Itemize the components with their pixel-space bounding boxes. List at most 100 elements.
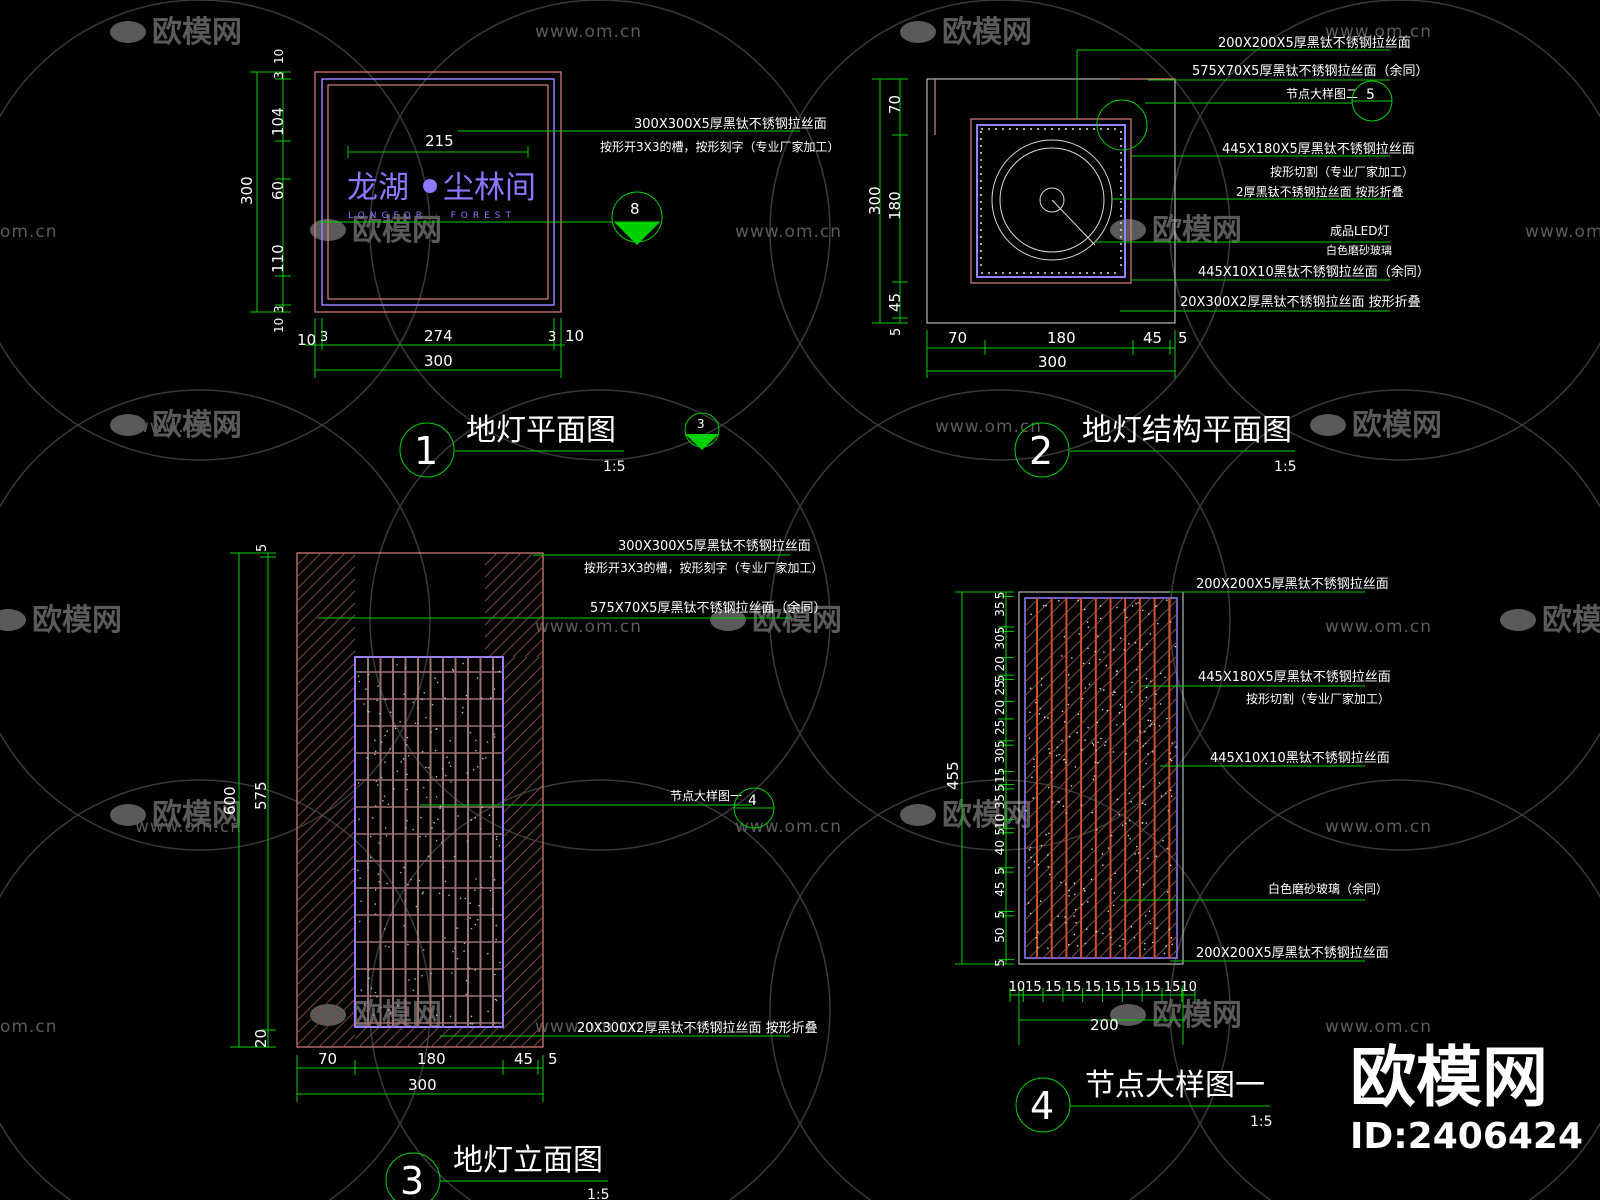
dim-detail-width: 200: [1090, 1016, 1119, 1034]
svg-text:40: 40: [993, 840, 1007, 855]
watermark-url: www.om.cn: [1325, 817, 1432, 837]
svg-text:10: 10: [1180, 980, 1197, 995]
watermark-logo: 欧模网: [1110, 213, 1242, 248]
watermark-url: www.om.cn: [135, 417, 242, 437]
note-3-5: 20X300X2厚黑钛不锈钢拉丝面 按形折叠: [577, 1021, 818, 1036]
watermark-logo: 欧模网: [900, 15, 1032, 50]
svg-text:180: 180: [1047, 329, 1076, 347]
svg-text:10: 10: [565, 327, 584, 345]
dim-detail-total: 455: [944, 761, 962, 790]
svg-text:5: 5: [1178, 329, 1188, 347]
svg-text:4: 4: [1030, 1084, 1054, 1128]
svg-text:3: 3: [548, 330, 556, 345]
svg-text:5: 5: [993, 627, 1007, 635]
svg-text:30: 30: [993, 634, 1007, 649]
svg-text:45: 45: [886, 293, 904, 312]
note-4-2: 445X180X5厚黑钛不锈钢拉丝面: [1198, 670, 1391, 685]
note-3-1: 300X300X5厚黑钛不锈钢拉丝面: [618, 539, 811, 554]
svg-text:3: 3: [400, 1159, 424, 1200]
note-2-1: 200X200X5厚黑钛不锈钢拉丝面: [1218, 36, 1411, 51]
structure-outer-box: [927, 79, 1175, 323]
svg-text:5: 5: [993, 784, 1007, 792]
svg-text:5: 5: [889, 328, 904, 336]
svg-text:3: 3: [272, 305, 286, 313]
svg-text:15: 15: [1164, 980, 1181, 995]
svg-text:3: 3: [272, 71, 286, 79]
svg-text:5: 5: [993, 740, 1007, 748]
svg-text:50: 50: [993, 927, 1007, 942]
logo-small-text: LONGFOR · FOREST: [348, 211, 516, 221]
svg-text:25: 25: [993, 680, 1007, 695]
svg-text:3: 3: [697, 417, 705, 431]
svg-text:45: 45: [1143, 329, 1162, 347]
svg-text:10: 10: [272, 318, 286, 333]
svg-text:5: 5: [993, 911, 1007, 919]
logo-main-text: 龙湖: [347, 170, 409, 206]
note-3-2: 按形开3X3的槽，按形刻字（专业厂家加工）: [584, 560, 824, 575]
watermark-id: ID:2406424: [1350, 1116, 1583, 1157]
note-1b: 按形开3X3的槽，按形刻字（专业厂家加工）: [600, 139, 840, 154]
note-2-3: 节点大样图二: [1286, 86, 1358, 101]
watermark-logo: 欧模网: [110, 15, 242, 50]
svg-text:300: 300: [408, 1076, 437, 1094]
note-2-9: 445X10X10黑钛不锈钢拉丝面（余同）: [1198, 264, 1430, 280]
svg-text:575: 575: [252, 781, 270, 810]
svg-text:5: 5: [255, 544, 270, 552]
svg-text:欧模网: 欧模网: [1152, 213, 1242, 248]
watermark-url: www.om.cn: [535, 22, 642, 42]
watermark-brand-large: 欧模网: [1350, 1039, 1548, 1116]
watermark-logo: 欧模网: [1500, 603, 1600, 638]
watermark-url: www.om.cn: [1325, 617, 1432, 637]
svg-text:5: 5: [1366, 87, 1375, 103]
note-3-4: 节点大样图一: [670, 788, 742, 803]
svg-text:104: 104: [269, 107, 287, 136]
svg-text:20: 20: [993, 700, 1007, 715]
structure-frame: [971, 119, 1131, 283]
note-2-4: 445X180X5厚黑钛不锈钢拉丝面: [1222, 142, 1415, 157]
note-4-6: 200X200X5厚黑钛不锈钢拉丝面: [1196, 946, 1389, 961]
note-2-7: 成品LED灯: [1330, 224, 1390, 238]
svg-text:45: 45: [993, 882, 1007, 897]
note-2-8: 白色磨砂玻璃: [1326, 243, 1392, 257]
note-2-5: 按形切割（专业厂家加工）: [1270, 164, 1414, 179]
title-drawing-4: 节点大样图一: [1085, 1068, 1265, 1103]
svg-text:5: 5: [993, 959, 1007, 967]
svg-text:20: 20: [993, 656, 1007, 671]
watermark-logo: 欧模网: [1110, 998, 1242, 1033]
svg-text:5: 5: [993, 828, 1007, 836]
svg-text:70: 70: [948, 329, 967, 347]
svg-text:15: 15: [1065, 980, 1082, 995]
svg-text:5: 5: [993, 592, 1007, 600]
title-drawing-3: 地灯立面图: [453, 1143, 603, 1178]
svg-text:35: 35: [993, 601, 1007, 616]
svg-text:欧模网: 欧模网: [1352, 408, 1442, 443]
svg-text:15: 15: [1085, 980, 1102, 995]
section-arrow-icon: [614, 222, 660, 245]
logo-sub-text: 尘林间: [443, 170, 536, 206]
svg-text:35: 35: [993, 794, 1007, 809]
watermark-url: www.om.cn: [735, 222, 842, 242]
svg-text:欧模网: 欧模网: [1152, 998, 1242, 1033]
watermark-url: www.om.cn: [735, 817, 842, 837]
logo-emblem-icon: [423, 179, 437, 193]
svg-text:15: 15: [1045, 980, 1062, 995]
note-4-3: 按形切割（专业厂家加工）: [1246, 691, 1390, 706]
note-2-6: 2厚黑钛不锈钢拉丝面 按形折叠: [1236, 184, 1403, 199]
svg-text:10: 10: [993, 814, 1007, 829]
svg-text:15: 15: [1025, 980, 1042, 995]
scale-drawing-3: 1:5: [587, 1187, 610, 1200]
svg-text:300: 300: [1038, 353, 1067, 371]
svg-text:10: 10: [272, 49, 286, 64]
svg-text:15: 15: [1144, 980, 1161, 995]
note-3-3: 575X70X5厚黑钛不锈钢拉丝面（余同）: [590, 600, 826, 616]
drawing-1-plan: 龙湖 尘林间 LONGFOR · FOREST 215 300 3 10 104…: [238, 49, 840, 477]
svg-text:30: 30: [993, 748, 1007, 763]
svg-text:3: 3: [320, 330, 328, 345]
watermark-logo: 欧模网: [900, 798, 1032, 833]
svg-text:5: 5: [548, 1050, 558, 1068]
svg-text:8: 8: [630, 200, 640, 218]
dim-bottom-total: 300: [424, 352, 453, 370]
watermark-url: www.om.cn: [935, 417, 1042, 437]
watermark-url: om.cn: [0, 222, 58, 242]
svg-text:欧模网: 欧模网: [1542, 603, 1600, 638]
